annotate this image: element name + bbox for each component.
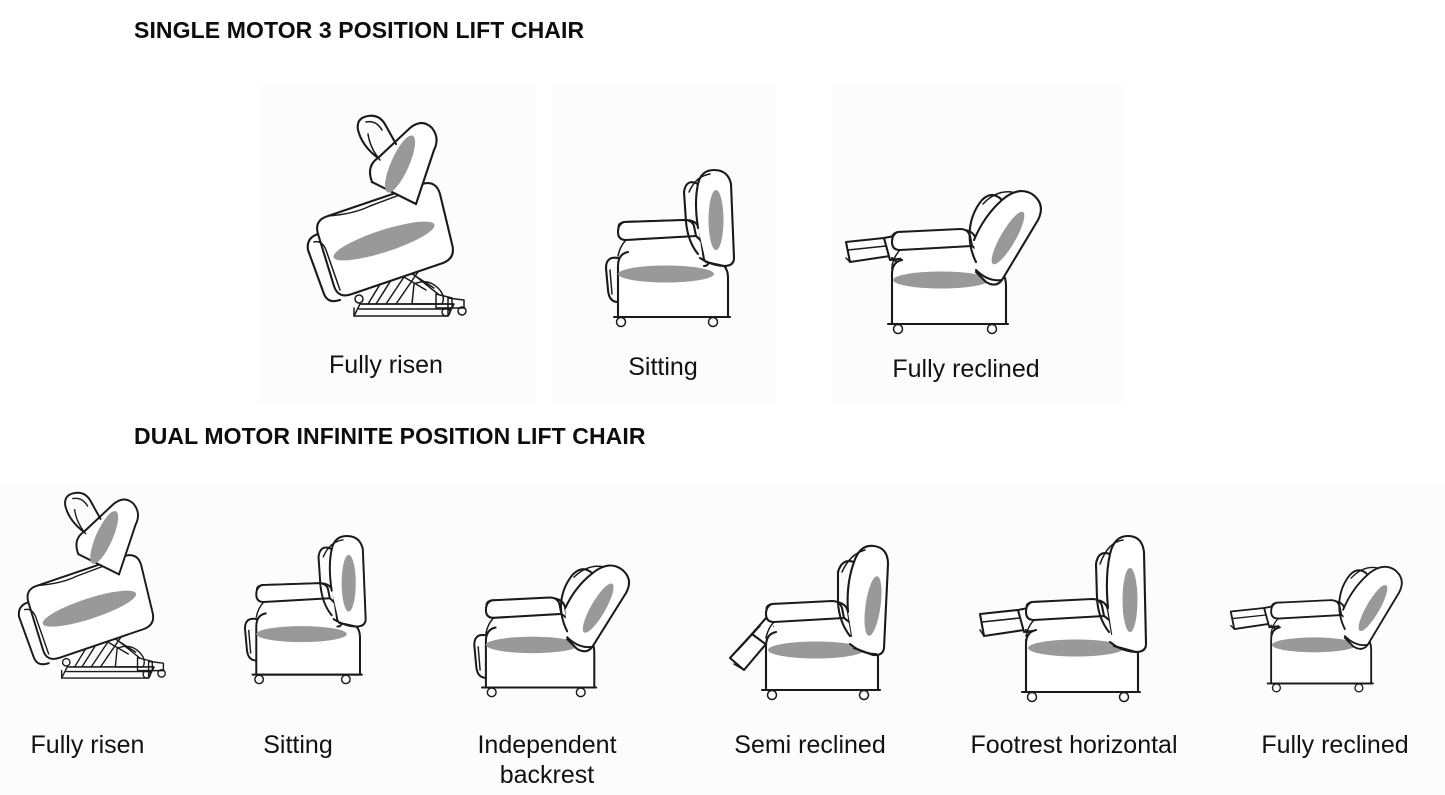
lift-chair-fully-risen-icon	[306, 114, 467, 317]
chair-label-line-1: Independent	[477, 731, 617, 759]
chair-label-single-fully-reclined: Fully reclined	[892, 355, 1040, 383]
lift-chair-fully-reclined-icon	[1229, 565, 1403, 693]
chair-illustration-dual-semi-reclined	[718, 522, 908, 702]
chair-label-dual-sitting: Sitting	[263, 731, 333, 759]
chair-illustration-dual-footrest-horizontal	[972, 522, 1172, 703]
section-title-dual-motor: DUAL MOTOR INFINITE POSITION LIFT CHAIR	[134, 423, 646, 449]
chair-label-dual-independent-backrest: Independent backrest	[452, 730, 642, 790]
chair-label-line-2: backrest	[499, 761, 595, 789]
lift-chair-fully-reclined-icon	[844, 190, 1042, 335]
chair-illustration-single-fully-risen	[296, 108, 496, 338]
chair-illustration-dual-fully-reclined	[1222, 542, 1437, 710]
chair-illustration-dual-sitting	[228, 522, 393, 700]
lift-chair-sitting-icon	[604, 168, 736, 328]
chair-label-dual-semi-reclined: Semi reclined	[734, 731, 886, 759]
chair-label-single-fully-risen: Fully risen	[329, 351, 443, 379]
chair-illustration-single-sitting	[588, 162, 763, 337]
section-title-single-motor: SINGLE MOTOR 3 POSITION LIFT CHAIR	[134, 17, 585, 43]
chair-label-dual-fully-risen: Fully risen	[30, 731, 145, 759]
chair-label-dual-footrest-horizontal: Footrest horizontal	[970, 731, 1178, 759]
chair-illustration-dual-independent-backrest	[468, 552, 648, 702]
lift-chair-semi-reclined-icon	[728, 544, 890, 701]
lift-chair-footrest-horizontal-icon	[978, 534, 1148, 703]
lift-chair-independent-backrest-icon	[473, 564, 631, 698]
lift-chair-sitting-icon	[243, 535, 367, 685]
chair-label-single-sitting: Sitting	[628, 353, 698, 381]
lift-chair-fully-risen-icon	[17, 491, 166, 679]
chair-illustration-dual-fully-risen	[8, 482, 193, 702]
chair-label-dual-fully-reclined: Fully reclined	[1261, 731, 1409, 759]
chair-illustration-single-fully-reclined	[836, 176, 1081, 341]
panel-tint-dual	[0, 482, 1445, 795]
